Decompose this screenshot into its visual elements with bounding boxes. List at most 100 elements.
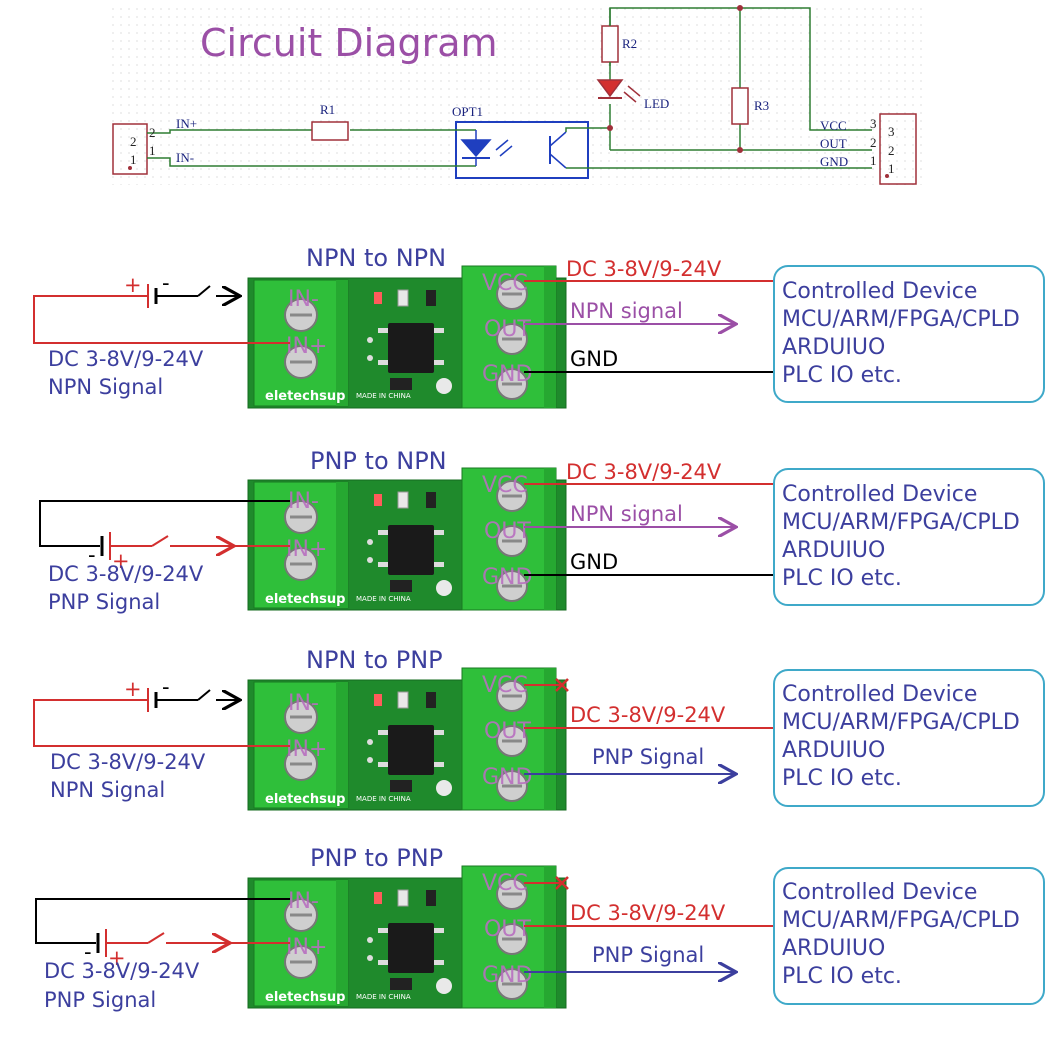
input-voltage-label: DC 3-8V/9-24V xyxy=(48,347,204,371)
board-made-in: MADE IN CHINA xyxy=(356,795,411,803)
term-out: OUT xyxy=(484,519,531,544)
controlled-device-box xyxy=(773,669,1045,807)
resistor-r3 xyxy=(731,87,749,125)
label-opt1: OPT1 xyxy=(452,104,483,119)
term-in-plus: IN+ xyxy=(286,334,327,359)
section-npn-to-pnp: NPN to PNP eletechsup MADE IN CHINA IN- … xyxy=(33,646,1045,812)
label-r1: R1 xyxy=(320,102,335,117)
left-pin-1: 1 xyxy=(130,152,137,167)
device-line-1: Controlled Device xyxy=(782,682,977,707)
term-vcc: VCC xyxy=(482,673,528,698)
label-in-minus: IN- xyxy=(176,150,194,165)
term-gnd: GND xyxy=(482,765,532,790)
controlled-device-box xyxy=(773,265,1045,403)
device-line-4: PLC IO etc. xyxy=(782,363,902,388)
output-gnd-label: GND xyxy=(570,550,618,574)
battery-plus: + xyxy=(124,273,142,297)
term-in-plus: IN+ xyxy=(286,537,327,562)
term-in-plus: IN+ xyxy=(286,737,327,762)
wire-in-plus xyxy=(147,129,312,134)
input-signal-label: NPN Signal xyxy=(48,375,163,399)
term-out: OUT xyxy=(484,317,531,342)
device-line-3: ARDUIUO xyxy=(782,738,885,763)
output-voltage-label: DC 3-8V/9-24V xyxy=(570,703,726,727)
right-pin-3: 3 xyxy=(870,116,877,131)
board-made-in: MADE IN CHINA xyxy=(356,993,411,1001)
device-line-2: MCU/ARM/FPGA/CPLD xyxy=(782,307,1020,332)
right-pin-inner-2: 2 xyxy=(888,143,895,158)
section-npn-to-npn: NPN to NPN eletechsup MADE IN CHINA IN- … xyxy=(33,244,1045,410)
wire-input-black xyxy=(39,500,290,547)
label-r3: R3 xyxy=(754,98,769,113)
controlled-device-box xyxy=(773,468,1045,606)
output-signal-label: PNP Signal xyxy=(592,943,704,967)
section-title: PNP to PNP xyxy=(310,844,443,872)
battery-plus: + xyxy=(108,946,126,970)
right-connector xyxy=(879,113,917,185)
term-in-minus: IN- xyxy=(288,889,319,914)
resistor-r2 xyxy=(601,25,619,63)
right-pin-inner-1: 1 xyxy=(888,161,895,176)
output-signal-label: PNP Signal xyxy=(592,745,704,769)
device-line-3: ARDUIUO xyxy=(782,936,885,961)
term-in-minus: IN- xyxy=(288,489,319,514)
left-pin-2: 2 xyxy=(130,134,137,149)
right-pin-inner-3: 3 xyxy=(888,124,895,139)
label-vcc: VCC xyxy=(820,118,847,133)
input-signal-label: PNP Signal xyxy=(44,988,156,1012)
wire-in-minus xyxy=(147,157,440,167)
device-line-4: PLC IO etc. xyxy=(782,566,902,591)
section-pnp-to-npn: PNP to NPN eletechsup MADE IN CHINA IN- … xyxy=(39,447,1045,614)
label-r2: R2 xyxy=(622,36,637,51)
device-line-2: MCU/ARM/FPGA/CPLD xyxy=(782,510,1020,535)
term-vcc: VCC xyxy=(482,871,528,896)
right-pin-2: 2 xyxy=(870,135,877,150)
battery-minus: - xyxy=(88,543,96,567)
led-symbol xyxy=(596,79,624,98)
device-line-3: ARDUIUO xyxy=(782,538,885,563)
output-voltage-label: DC 3-8V/9-24V xyxy=(566,257,722,281)
input-voltage-label: DC 3-8V/9-24V xyxy=(50,750,206,774)
board-made-in: MADE IN CHINA xyxy=(356,595,411,603)
left-pin-inner-1: 1 xyxy=(149,143,156,158)
section-title: PNP to NPN xyxy=(310,447,447,475)
controlled-device-box xyxy=(773,867,1045,1005)
battery-minus: - xyxy=(162,675,170,699)
device-line-2: MCU/ARM/FPGA/CPLD xyxy=(782,908,1020,933)
no-connect-mark xyxy=(555,678,569,692)
term-gnd: GND xyxy=(482,565,532,590)
resistor-r1 xyxy=(311,121,349,141)
label-gnd: GND xyxy=(820,154,848,169)
output-voltage-label: DC 3-8V/9-24V xyxy=(566,460,722,484)
battery-plus: + xyxy=(112,549,130,573)
board-brand: eletechsup xyxy=(265,389,345,404)
term-gnd: GND xyxy=(482,963,532,988)
wire-input-red xyxy=(33,295,290,344)
output-voltage-label: DC 3-8V/9-24V xyxy=(570,901,726,925)
left-connector xyxy=(112,123,148,175)
device-line-4: PLC IO etc. xyxy=(782,766,902,791)
device-line-4: PLC IO etc. xyxy=(782,964,902,989)
wire-input-black xyxy=(35,898,290,944)
label-in-plus: IN+ xyxy=(176,116,197,131)
term-in-minus: IN- xyxy=(288,287,319,312)
label-out: OUT xyxy=(820,136,847,151)
term-gnd: GND xyxy=(482,362,532,387)
term-out: OUT xyxy=(484,917,531,942)
term-in-minus: IN- xyxy=(288,691,319,716)
term-out: OUT xyxy=(484,719,531,744)
board-brand: eletechsup xyxy=(265,792,345,807)
output-signal-label: NPN signal xyxy=(570,502,683,526)
battery-minus: - xyxy=(162,271,170,295)
board-brand: eletechsup xyxy=(265,592,345,607)
board-brand: eletechsup xyxy=(265,990,345,1005)
device-line-2: MCU/ARM/FPGA/CPLD xyxy=(782,710,1020,735)
device-line-1: Controlled Device xyxy=(782,279,977,304)
left-pin-inner-2: 2 xyxy=(149,125,156,140)
label-led: LED xyxy=(644,96,669,111)
input-voltage-label: DC 3-8V/9-24V xyxy=(44,959,200,983)
right-pin-1: 1 xyxy=(870,153,877,168)
output-signal-label: NPN signal xyxy=(570,299,683,323)
board-made-in: MADE IN CHINA xyxy=(356,392,411,400)
